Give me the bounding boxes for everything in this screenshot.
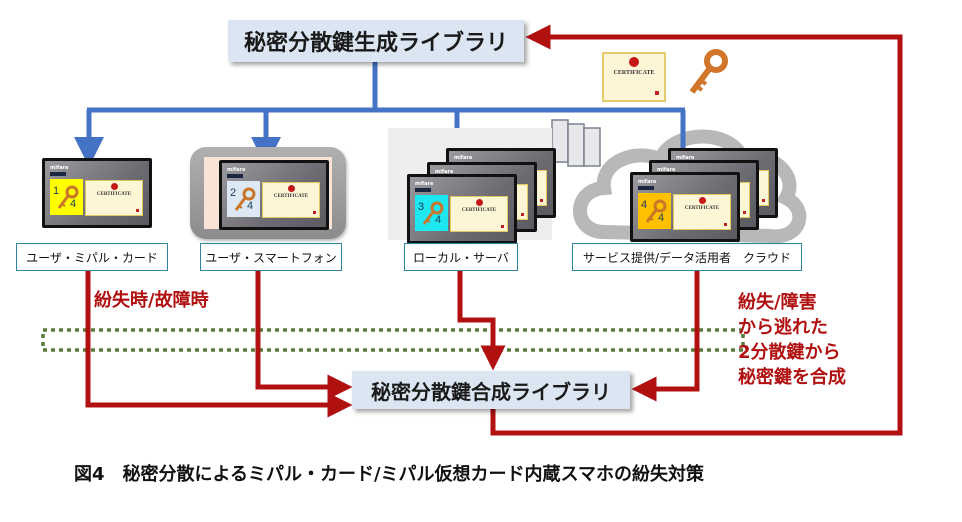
- stamp-mark: [743, 211, 746, 214]
- card-brand: mifare: [435, 169, 454, 175]
- certificate-icon: CERTIFICATE: [450, 196, 508, 232]
- seal-icon: [476, 199, 483, 206]
- server-rack-icon: [551, 119, 601, 167]
- seal-icon: [699, 197, 706, 204]
- stamp-mark: [655, 91, 659, 95]
- seal-icon: [629, 57, 639, 67]
- certificate-icon: CERTIFICATE: [673, 194, 731, 230]
- key-generation-library: 秘密分散鍵生成ライブラリ: [228, 20, 524, 62]
- recovery-note-line: から逃れた: [738, 317, 828, 338]
- node-label-cloud: サービス提供/データ活用者 クラウド: [572, 243, 802, 271]
- share-total: 4: [70, 198, 77, 210]
- card-brand: mifare: [50, 165, 69, 171]
- certificate-icon: CERTIFICATE: [85, 180, 143, 216]
- card-brand: mifare: [227, 167, 246, 173]
- figure-caption: 図4 秘密分散によるミパル・カード/ミパル仮想カード内蔵スマホの紛失対策: [74, 464, 705, 485]
- key-icon: [689, 49, 728, 94]
- certificate-title: CERTIFICATE: [273, 194, 309, 199]
- certificate-icon: CERTIFICATE: [602, 52, 666, 102]
- stamp-mark: [762, 199, 765, 202]
- node-label-local-server: ローカル・サーバ: [404, 243, 518, 271]
- card-brand: mifare: [638, 179, 657, 185]
- recovery-note: 紛失/障害 から逃れた 2分散鍵から 秘密鍵を合成: [738, 290, 846, 390]
- stamp-mark: [501, 225, 504, 228]
- card-brand: mifare: [454, 155, 473, 161]
- seal-icon: [288, 185, 295, 192]
- share-total: 4: [247, 200, 254, 212]
- share-index: 1: [53, 185, 60, 197]
- boundary-dotted-line: [41, 328, 745, 352]
- recovery-note-line: 2分散鍵から: [738, 342, 841, 363]
- node-label-smartphone: ユーザ・スマートフォン: [200, 243, 342, 271]
- certificate-title: CERTIFICATE: [461, 208, 497, 213]
- loss-failure-note: 紛失時/故障時: [94, 290, 209, 311]
- key-combination-library: 秘密分散鍵合成ライブラリ: [352, 371, 630, 409]
- stamp-mark: [313, 211, 316, 214]
- certificate-title: CERTIFICATE: [613, 70, 655, 76]
- certificate-title: CERTIFICATE: [96, 192, 132, 197]
- stamp-mark: [540, 199, 543, 202]
- certificate-title: CERTIFICATE: [684, 206, 720, 211]
- brand-tag: [50, 172, 66, 176]
- seal-icon: [111, 183, 118, 190]
- recovery-arrows: [85, 24, 903, 436]
- brand-tag: [415, 188, 431, 192]
- cloud-shape: [573, 129, 807, 244]
- recovery-note-line: 秘密鍵を合成: [738, 367, 846, 388]
- share-index: 3: [418, 201, 425, 213]
- card-brand: mifare: [676, 155, 695, 161]
- share-total: 4: [435, 214, 442, 226]
- key-icon: [234, 187, 256, 211]
- key-icon: [422, 201, 444, 225]
- share-total: 4: [658, 212, 665, 224]
- stamp-mark: [521, 213, 524, 216]
- node-label-card: ユーザ・ミパル・カード: [16, 243, 168, 271]
- share-index: 2: [230, 187, 237, 199]
- certificate-icon: CERTIFICATE: [262, 182, 320, 218]
- share-index: 4: [641, 199, 648, 211]
- brand-tag: [638, 186, 654, 190]
- recovery-note-line: 紛失/障害: [738, 292, 817, 313]
- card-brand: mifare: [415, 181, 434, 187]
- stamp-mark: [724, 223, 727, 226]
- card-brand: mifare: [657, 167, 676, 173]
- stamp-mark: [136, 209, 139, 212]
- brand-tag: [227, 174, 243, 178]
- key-icon: [57, 185, 79, 209]
- key-icon: [645, 199, 667, 223]
